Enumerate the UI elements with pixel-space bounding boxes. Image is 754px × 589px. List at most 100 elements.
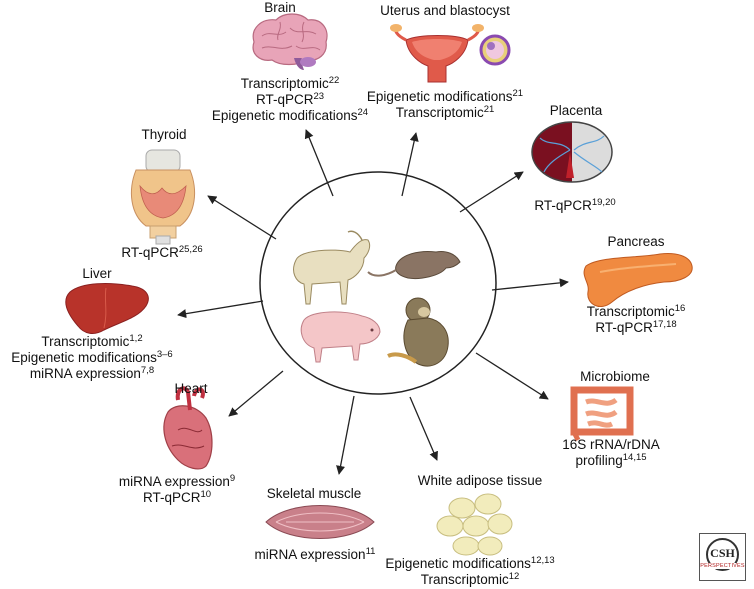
csh-perspectives-logo: CSH PERSPECTIVES [699,533,746,581]
method-line: RT-qPCR17,18 [566,320,706,336]
arrow-pancreas [491,278,569,291]
thyroid-image [130,149,196,245]
adipose-image [436,493,513,556]
method-text: Epigenetic modifications [385,556,531,571]
method-line: RT-qPCR10 [112,490,242,506]
microbiome-title: Microbiome [580,369,650,384]
thyroid-title: Thyroid [141,127,187,142]
placenta-methods: RT-qPCR19,20 [520,198,630,214]
arrow-liver [177,300,264,319]
pig-image [300,311,381,363]
method-text: miRNA expression [29,366,141,381]
uterus-title: Uterus and blastocyst [380,3,510,18]
method-line: Transcriptomic22 [190,76,390,92]
reference-superscript: 3–6 [156,349,173,360]
arrow-placenta [459,171,524,213]
method-text: Transcriptomic [586,304,675,319]
reference-superscript: 17,18 [652,319,677,330]
method-line: miRNA expression7,8 [2,366,182,382]
method-text: RT-qPCR [255,92,314,107]
arrow-skeletal-muscle [336,395,355,475]
reference-superscript: 24 [357,107,369,118]
skeletal-muscle-title: Skeletal muscle [266,486,362,501]
method-line: profiling14,15 [546,453,676,469]
reference-superscript: 11 [365,546,376,557]
method-text: RT-qPCR [534,198,592,213]
method-text: Transcriptomic [41,334,130,349]
arrow-uterus [401,132,419,197]
method-line: Epigenetic modifications3–6 [2,350,182,366]
thyroid-methods: RT-qPCR25,26 [102,245,222,261]
uterus-image [390,24,511,83]
method-text: miRNA expression [254,547,366,562]
arrow-brain [304,129,334,197]
method-line: Transcriptomic12 [370,572,570,588]
skeletal-muscle-methods: miRNA expression11 [250,547,380,563]
animal-models-circle [259,171,497,395]
method-line: miRNA expression11 [250,547,380,563]
reference-superscript: 12 [508,571,520,582]
method-line: Epigenetic modifications21 [350,89,540,105]
method-line: Transcriptomic1,2 [2,334,182,350]
method-text: RT-qPCR [142,490,201,505]
arrow-heart [228,370,284,417]
method-line: RT-qPCR23 [190,92,390,108]
goat-image [293,230,371,305]
placenta-title: Placenta [549,103,603,118]
method-line: RT-qPCR25,26 [102,245,222,261]
method-text: Epigenetic modifications [366,89,513,104]
rat-image [367,251,461,279]
method-text: miRNA expression [118,474,230,489]
method-text: profiling [575,453,623,468]
method-text: RT-qPCR [121,245,179,260]
reference-superscript: 10 [200,489,212,500]
arrow-white-adipose [409,396,438,461]
reference-superscript: 7,8 [140,365,155,376]
monkey-image [387,297,449,367]
reference-superscript: 21 [512,88,524,99]
placenta-image [531,121,613,183]
logo-ring [706,538,739,571]
reference-superscript: 16 [674,303,686,314]
method-line: Transcriptomic16 [566,304,706,320]
method-text: Transcriptomic [420,572,509,587]
reference-superscript: 14,15 [622,452,647,463]
heart-image [163,386,213,470]
reference-superscript: 12,13 [530,555,555,566]
reference-superscript: 19,20 [591,197,616,208]
method-text: RT-qPCR [595,320,653,335]
reference-superscript: 23 [313,91,325,102]
arrow-microbiome [475,352,549,400]
pancreas-image [583,253,693,307]
liver-image [65,283,149,334]
brain-image [252,13,328,70]
method-line: RT-qPCR19,20 [520,198,630,214]
method-line: 16S rRNA/rDNA [546,437,676,453]
method-text: Transcriptomic [240,76,329,91]
reference-superscript: 1,2 [129,333,143,344]
skeletal-muscle-image [265,505,375,539]
method-line: miRNA expression9 [112,474,242,490]
white-adipose-title: White adipose tissue [417,473,543,488]
reference-superscript: 9 [229,473,236,484]
intestine-image [570,386,634,442]
pancreas-title: Pancreas [607,234,665,249]
method-text: 16S rRNA/rDNA [562,437,660,452]
reference-superscript: 22 [328,75,340,86]
liver-title: Liver [82,266,112,281]
arrow-thyroid [207,195,277,240]
method-line: Epigenetic modifications12,13 [370,556,570,572]
reference-superscript: 25,26 [178,244,203,255]
brain-title: Brain [264,0,296,15]
method-line: Transcriptomic21 [350,105,540,121]
method-line: Epigenetic modifications24 [190,108,390,124]
method-text: Epigenetic modifications [211,108,358,123]
logo-sub-text: PERSPECTIVES [700,563,745,569]
